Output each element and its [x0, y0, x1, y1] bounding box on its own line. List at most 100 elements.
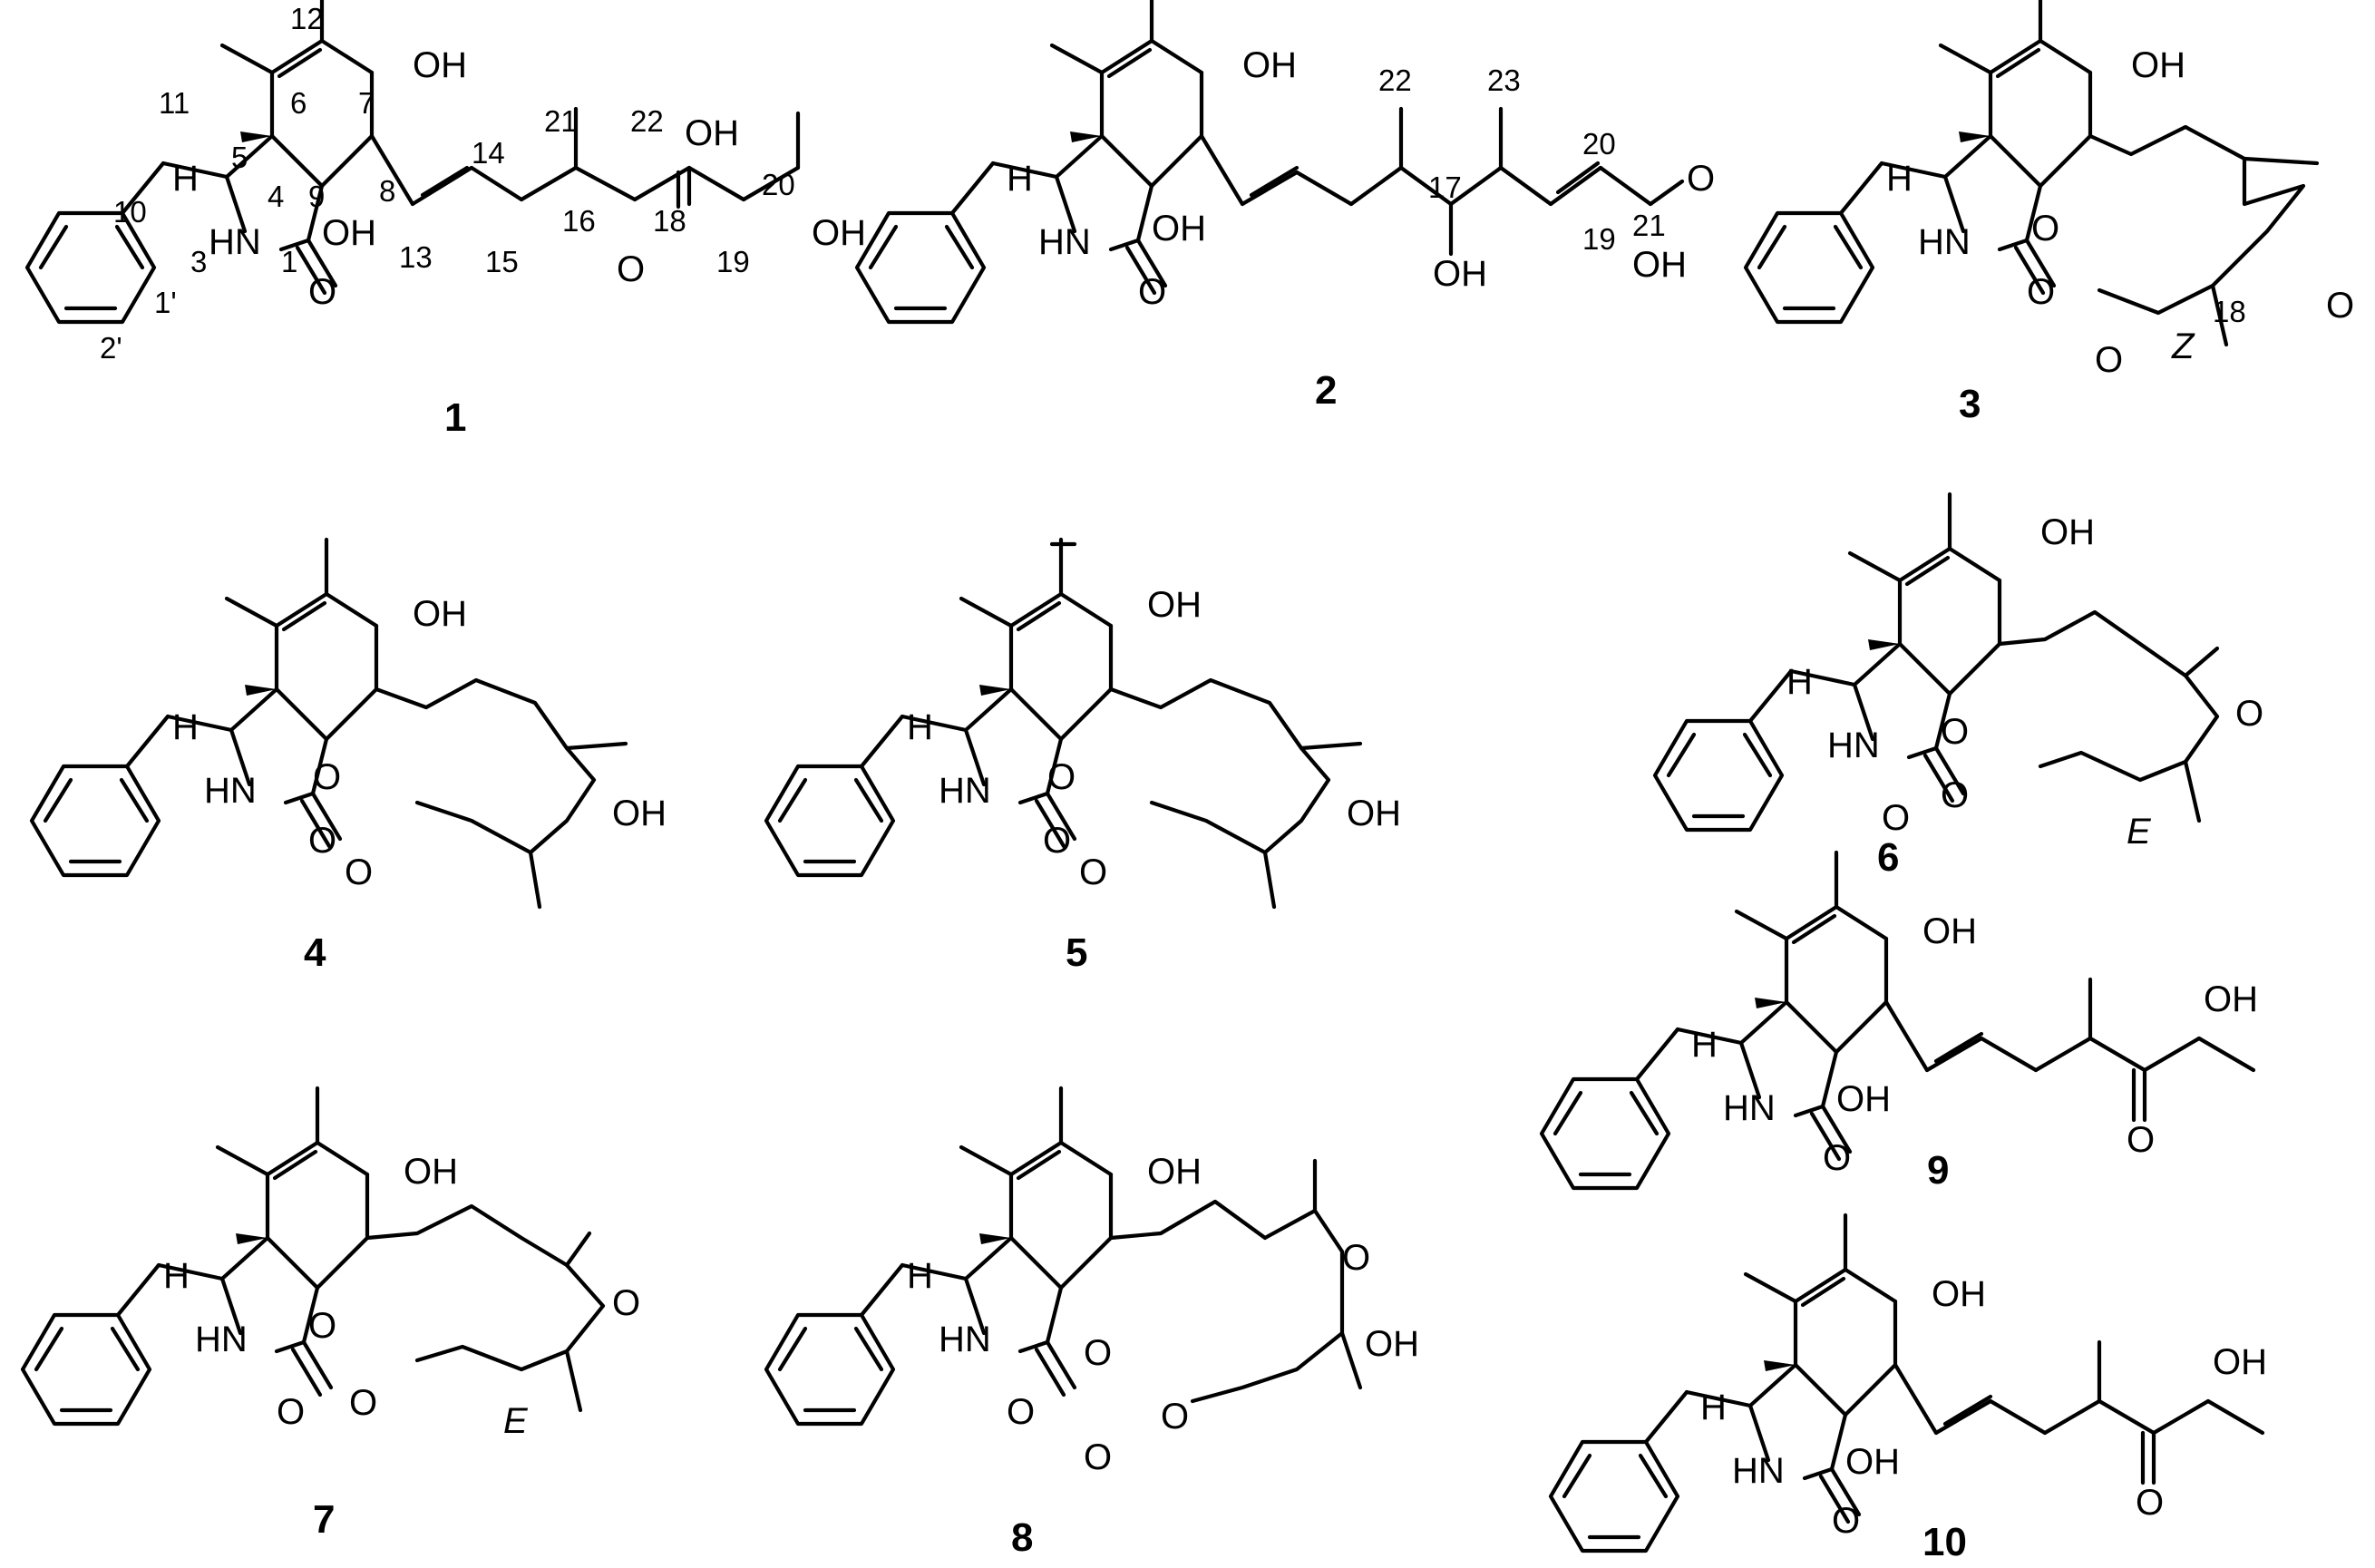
c4-oh-7: OH — [413, 594, 467, 634]
compound-8-structure: OH O HN O H O O O OH 8 — [766, 1088, 1419, 1560]
c1-oh-7: OH — [413, 45, 467, 85]
c7-o-carbonyl: O — [349, 1383, 377, 1423]
c8-oh-7: OH — [1147, 1152, 1202, 1192]
c7-o-lactam: O — [277, 1392, 305, 1432]
c6-o-carbonyl: O — [1941, 775, 1969, 815]
c5-hn: HN — [939, 771, 991, 811]
c3-oh-7: OH — [2131, 45, 2185, 85]
c9-oh-side: OH — [2204, 979, 2258, 1019]
compound-7-structure: OH O HN O H O O E 7 — [23, 1088, 640, 1542]
c10-o-ketone: O — [2136, 1483, 2164, 1523]
c8-oh-ring: OH — [1365, 1324, 1419, 1364]
c3-num-18: 18 — [2213, 295, 2246, 328]
c1-num-2p: 2' — [100, 331, 122, 365]
c8-o-ester: O — [1084, 1333, 1112, 1373]
compound-7-label: 7 — [313, 1497, 335, 1542]
c1-num-10: 10 — [113, 195, 147, 229]
c2-h: H — [1007, 159, 1033, 199]
c2-num-23: 23 — [1487, 63, 1521, 97]
c8-o-lactam: O — [1007, 1392, 1035, 1432]
c2-num-19: 19 — [1582, 222, 1616, 256]
c7-o-ester: O — [308, 1306, 336, 1346]
c2-o-lactam: O — [1138, 272, 1166, 312]
c8-o-ketone: O — [1342, 1238, 1370, 1278]
compound-8-label: 8 — [1011, 1515, 1033, 1560]
c2-num-20: 20 — [1582, 127, 1616, 161]
c3-hn: HN — [1918, 222, 1971, 262]
c7-o-ketone: O — [612, 1283, 640, 1323]
compound-6-structure: OH O HN O H O O E 6 — [1655, 494, 2263, 880]
c1-num-22: 22 — [630, 104, 664, 138]
compound-9-label: 9 — [1927, 1148, 1949, 1193]
c6-o-ketone: O — [2235, 694, 2263, 734]
c10-hn: HN — [1732, 1451, 1785, 1491]
compound-3-structure: OH O HN O H O O Z 18 3 — [1746, 0, 2354, 426]
c1-oh-18: OH — [685, 113, 739, 153]
c2-num-22: 22 — [1378, 63, 1412, 97]
c1-num-12: 12 — [290, 2, 324, 35]
compound-1-label: 1 — [444, 395, 466, 440]
c2-oh-acid: OH — [1632, 245, 1687, 285]
c7-h: H — [163, 1256, 190, 1296]
c2-oh-17: OH — [1433, 254, 1487, 294]
c1-num-18: 18 — [653, 204, 686, 238]
c1-oh-20: OH — [812, 213, 866, 253]
compound-1-structure: OH OH HN O H OH O OH 12 11 6 7 5 10 4 9 … — [27, 0, 866, 440]
c10-oh-9: OH — [1845, 1442, 1900, 1482]
compound-6-label: 6 — [1877, 835, 1899, 880]
c2-hn: HN — [1038, 222, 1091, 262]
c1-num-16: 16 — [562, 204, 596, 238]
c4-o-carbonyl: O — [345, 852, 373, 892]
c2-num-17: 17 — [1428, 170, 1462, 204]
c5-o-carbonyl: O — [1079, 852, 1107, 892]
c4-o-lactam: O — [308, 821, 336, 861]
c1-num-11: 11 — [159, 86, 190, 120]
c1-num-4: 4 — [268, 180, 284, 213]
c1-h: H — [172, 159, 199, 199]
c1-o-ketone: O — [617, 249, 645, 289]
c6-oh-7: OH — [2040, 512, 2095, 552]
compound-10-label: 10 — [1922, 1520, 1967, 1564]
c3-o-ester: O — [2031, 209, 2059, 248]
c1-num-20: 20 — [762, 168, 795, 201]
compound-3-label: 3 — [1959, 382, 1981, 426]
c1-oh-9: OH — [322, 213, 376, 253]
c9-h: H — [1691, 1025, 1718, 1065]
compound-2-structure: OH OH HN O H OH O OH 22 23 17 20 19 21 2 — [857, 0, 1715, 413]
c4-hn: HN — [204, 771, 257, 811]
c6-o-lactam: O — [1882, 798, 1910, 838]
c10-oh-side: OH — [2213, 1342, 2267, 1382]
c4-h: H — [172, 707, 199, 747]
c2-oh-7: OH — [1242, 45, 1297, 85]
compound-2-label: 2 — [1315, 368, 1337, 413]
c10-h: H — [1700, 1388, 1727, 1427]
c2-oh-9: OH — [1152, 209, 1206, 248]
c1-num-3: 3 — [190, 245, 207, 278]
c3-o-lactam: O — [2027, 272, 2055, 312]
c6-o-ester: O — [1941, 712, 1969, 752]
compound-9-structure: OH OH HN O H O OH 9 — [1542, 852, 2258, 1193]
c8-hn: HN — [939, 1320, 991, 1359]
c1-hn: HN — [209, 222, 261, 262]
c1-num-14: 14 — [472, 136, 505, 170]
c1-num-1: 1 — [281, 245, 297, 278]
c1-num-7: 7 — [358, 86, 375, 120]
c5-o-lactam: O — [1043, 821, 1071, 861]
c9-o-lactam: O — [1823, 1138, 1851, 1178]
compound-5-label: 5 — [1066, 930, 1087, 975]
c5-h: H — [907, 707, 933, 747]
c8-o-enol: O — [1161, 1397, 1189, 1437]
c4-oh-ring: OH — [612, 794, 667, 833]
c7-oh-7: OH — [404, 1152, 458, 1192]
c1-num-5: 5 — [231, 141, 248, 174]
c6-geometry: E — [2127, 812, 2152, 852]
compound-4-label: 4 — [304, 930, 326, 975]
c7-geometry: E — [503, 1401, 529, 1441]
c9-hn: HN — [1723, 1088, 1776, 1128]
c8-o-carbonyl: O — [1084, 1437, 1112, 1477]
compound-5-structure: OH O HN O H O OH 5 — [766, 540, 1401, 975]
compound-4-structure: OH O HN O H O OH 4 — [32, 540, 667, 975]
compound-10-structure: OH OH HN O H O OH 10 — [1551, 1215, 2267, 1564]
c7-hn: HN — [195, 1320, 248, 1359]
